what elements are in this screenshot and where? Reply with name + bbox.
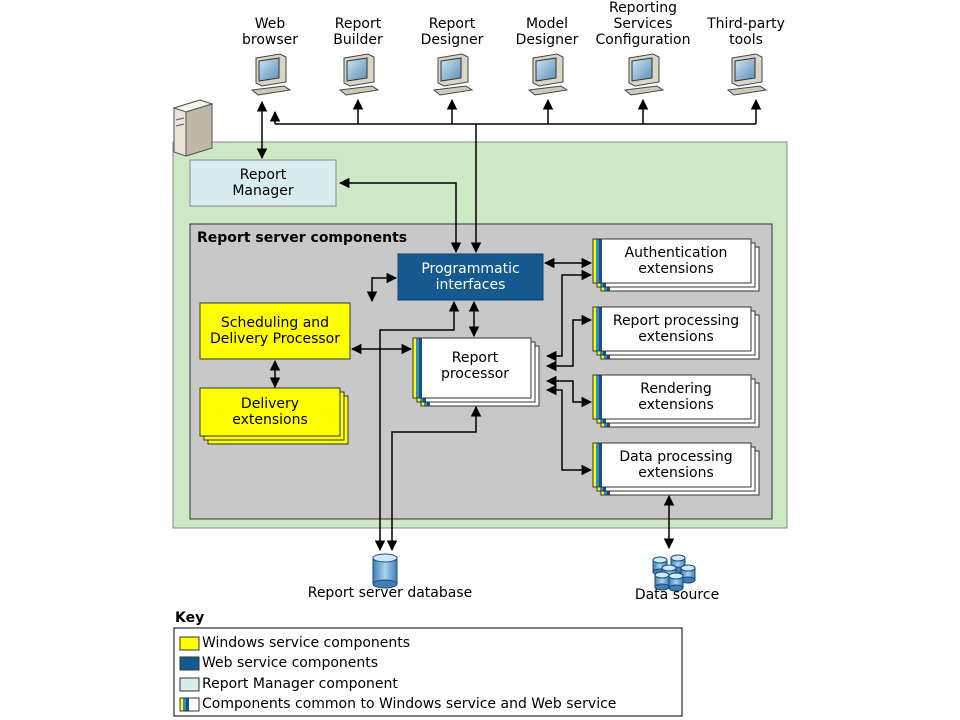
computer-icon: [250, 53, 292, 96]
cylinder: [654, 571, 670, 591]
key-swatch-stripe: [183, 698, 186, 711]
connectors: [256, 98, 762, 552]
components-title: Report server components: [197, 230, 408, 246]
scheduling-processor-box: [199, 302, 351, 360]
cylinder: [680, 564, 696, 584]
computer-icon: [432, 53, 474, 96]
key-swatches: [179, 636, 200, 712]
computer-icon: [726, 53, 768, 96]
stack-stripe: [599, 375, 602, 419]
key-swatch-0: [179, 636, 200, 651]
programmatic-interfaces-label: Programmatic interfaces: [421, 261, 520, 293]
processor-to-proc-ext-arrow: [545, 314, 593, 372]
key-swatch-1: [179, 656, 200, 671]
data-source-icon: [652, 554, 696, 592]
stack-outline: [592, 238, 752, 284]
extension-stack-render: [592, 374, 760, 428]
stack-stripe: [596, 375, 599, 419]
scheduling-processor-label: Scheduling and Delivery Processor: [210, 315, 340, 347]
programmatic-interfaces-box: [397, 253, 544, 301]
report-processor-label: Report processor: [440, 350, 510, 382]
stack-stripe: [596, 239, 599, 283]
client-label-builder: Report Builder: [333, 16, 383, 48]
key-label-0: Windows service components: [202, 635, 411, 651]
delivery-layer: [199, 387, 341, 437]
extension-label-render: Rendering extensions: [638, 381, 714, 413]
stack-stripe: [599, 239, 602, 283]
delivery-extensions-stack: [199, 387, 349, 445]
client-label-web: Web browser: [241, 16, 298, 48]
stack-outline: [592, 374, 752, 420]
client-label-third: Third-party tools: [707, 16, 785, 48]
scheduling-to-programmatic-arrow: [366, 272, 398, 303]
stack-stripe: [593, 239, 596, 283]
stack-stripe: [596, 443, 599, 487]
extension-stack-auth: [592, 238, 760, 292]
key-label-1: Web service components: [202, 655, 379, 671]
extension-stacks: [592, 238, 760, 496]
database-icon: [372, 553, 398, 589]
database-label: Report server database: [307, 585, 473, 601]
stack-stripe: [599, 443, 602, 487]
key-swatch-fill: [189, 698, 199, 711]
extension-label-auth: Authentication extensions: [624, 245, 728, 277]
key-box: [173, 627, 683, 717]
stack-stripe: [599, 307, 602, 351]
report-manager-label: Report Manager: [232, 167, 294, 199]
computer-icon: [527, 53, 569, 96]
processor-to-data-ext-arrow: [545, 384, 593, 476]
extension-label-proc: Report processing extensions: [612, 313, 740, 345]
key-title: Key: [175, 610, 205, 626]
computer-icon: [338, 53, 380, 96]
client-computers: [250, 53, 768, 96]
cylinder: [668, 572, 684, 592]
report-manager-box: [189, 159, 337, 207]
key-swatch-stripe: [180, 698, 183, 711]
programmatic-to-database-arrow: [374, 300, 460, 552]
stack-stripe: [596, 307, 599, 351]
stack-stripe: [593, 443, 596, 487]
key-swatch-2: [179, 677, 200, 692]
key-swatch-common: [179, 697, 200, 712]
delivery-extensions-label: Delivery extensions: [232, 396, 308, 428]
extension-stack-data: [592, 442, 760, 496]
stack-layer: [592, 374, 752, 420]
client-label-config: Reporting Services Configuration: [595, 0, 691, 48]
client-label-model: Model Designer: [515, 16, 579, 48]
extension-stack-proc: [592, 306, 760, 360]
stack-stripe: [593, 307, 596, 351]
extension-label-data: Data processing extensions: [619, 449, 733, 481]
key-label-2: Report Manager component: [202, 676, 398, 692]
stack-stripe: [593, 375, 596, 419]
computer-icon: [623, 53, 665, 96]
processor-to-database-arrow: [386, 405, 482, 552]
key-swatch-stripe: [186, 698, 189, 711]
stack-outline: [592, 442, 752, 488]
server-tower-icon: [172, 99, 214, 157]
stack-stripe: [416, 338, 419, 398]
stack-outline: [592, 306, 752, 352]
client-label-designer: Report Designer: [420, 16, 484, 48]
stack-layer: [592, 238, 752, 284]
data-source-label: Data source: [634, 587, 720, 603]
key-label-3: Components common to Windows service and…: [202, 696, 617, 712]
manager-to-programmatic-arrow: [338, 177, 462, 254]
